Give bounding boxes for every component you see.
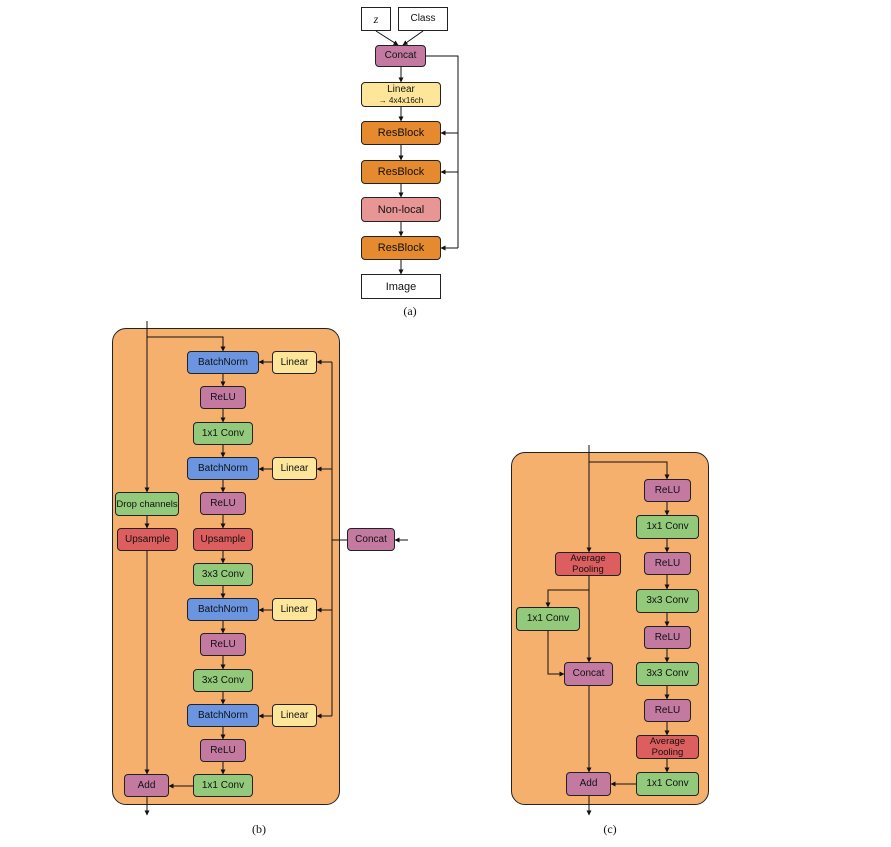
linear-node-b2: Linear — [272, 457, 317, 480]
batchnorm-node-b2: BatchNorm — [187, 457, 259, 480]
add-node-c: Add — [566, 772, 611, 796]
upsample-node-left: Upsample — [117, 528, 178, 551]
linear-output-shape: → 4x4x16ch — [378, 96, 424, 105]
relu-node-b2: ReLU — [200, 492, 246, 515]
concat-node-a: Concat — [375, 45, 426, 67]
caption-b: (b) — [252, 822, 266, 836]
conv1x1-node-left: 1x1 Conv — [516, 607, 580, 631]
conv3x3-node-b1: 3x3 Conv — [193, 563, 253, 586]
nonlocal-node: Non-local — [361, 197, 441, 222]
concat-node-b: Concat — [347, 528, 395, 551]
input-class: Class — [398, 7, 448, 31]
conv1x1-node-b1: 1x1 Conv — [193, 422, 253, 445]
avgpool-node-left: Average Pooling — [555, 552, 621, 576]
relu-node-c2: ReLU — [644, 552, 691, 575]
avgpool-node-right: Average Pooling — [636, 735, 699, 759]
conv1x1-node-c1: 1x1 Conv — [636, 515, 699, 539]
batchnorm-node-b3: BatchNorm — [187, 598, 259, 621]
conv3x3-node-c2: 3x3 Conv — [636, 662, 699, 686]
resblock-node-2: ResBlock — [361, 160, 441, 184]
resblock-node-1: ResBlock — [361, 121, 441, 145]
caption-a: (a) — [403, 304, 417, 318]
image-output-node: Image — [361, 274, 441, 299]
relu-node-b1: ReLU — [200, 386, 246, 409]
relu-node-b4: ReLU — [200, 739, 246, 762]
linear-node-b4: Linear — [272, 704, 317, 727]
relu-node-c3: ReLU — [644, 626, 691, 649]
input-z: z — [361, 7, 391, 31]
caption-c: (c) — [603, 822, 617, 836]
conv3x3-node-b2: 3x3 Conv — [193, 669, 253, 692]
relu-node-b3: ReLU — [200, 633, 246, 656]
linear-label: Linear — [387, 84, 415, 95]
linear-node-b1: Linear — [272, 351, 317, 374]
linear-node-a: Linear → 4x4x16ch — [361, 82, 441, 107]
upsample-node-main: Upsample — [193, 528, 253, 551]
conv1x1-node-b2: 1x1 Conv — [193, 774, 253, 797]
relu-node-c1: ReLU — [644, 479, 691, 502]
resblock-node-3: ResBlock — [361, 236, 441, 260]
add-node-b: Add — [124, 774, 169, 797]
batchnorm-node-b1: BatchNorm — [187, 351, 259, 374]
conv3x3-node-c1: 3x3 Conv — [636, 589, 699, 613]
concat-node-c: Concat — [564, 662, 613, 686]
batchnorm-node-b4: BatchNorm — [187, 704, 259, 727]
conv1x1-node-c2: 1x1 Conv — [636, 772, 699, 796]
drop-channels-node: Drop channels — [115, 492, 179, 516]
linear-node-b3: Linear — [272, 598, 317, 621]
relu-node-c4: ReLU — [644, 699, 691, 722]
